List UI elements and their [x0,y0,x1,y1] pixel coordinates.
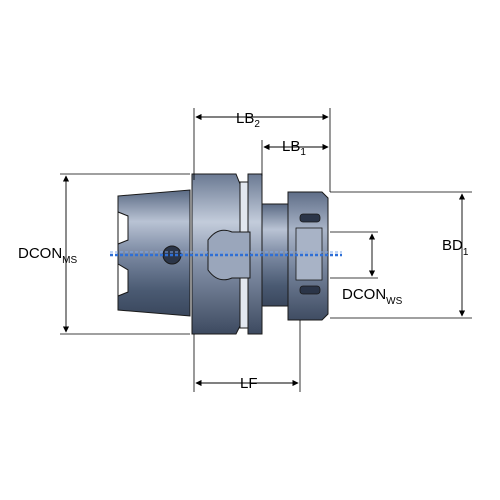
nut-slot-upper [299,213,321,223]
nut-slot-lower [299,285,321,295]
lb1-label: LB1 [282,138,306,158]
drive-slot-upper [117,211,129,245]
extension-lines [60,108,472,392]
lb2-label: LB2 [236,110,260,130]
clamping-ring [207,229,251,281]
drive-slot-lower [117,263,129,297]
dimension-lines [62,113,466,387]
lf-label: LF [240,375,258,392]
dcon-ws-label: DCONWS [342,286,403,307]
bd1-label: BD1 [442,237,469,258]
dcon-ms-label: DCONMS [18,245,78,266]
nut-face [295,227,323,281]
